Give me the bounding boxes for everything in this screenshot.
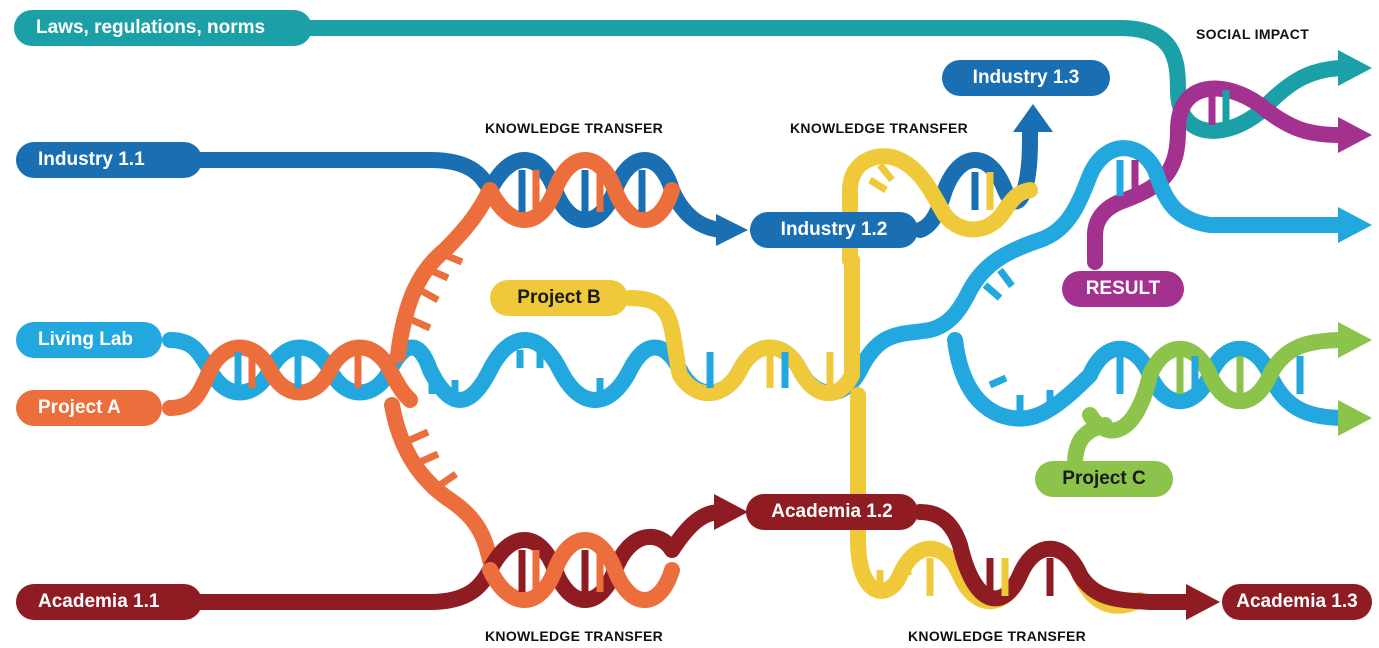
result-arrow bbox=[1338, 207, 1372, 243]
industry-11-strand bbox=[192, 152, 498, 198]
academia-13-node: Academia 1.3 bbox=[1222, 584, 1372, 620]
result-node: RESULT bbox=[1062, 271, 1184, 307]
project-b-strand bbox=[622, 252, 860, 402]
kt2-helix-yellow bbox=[842, 148, 1038, 268]
kt4-helix-red bbox=[912, 504, 1198, 610]
knowledge-transfer-caption-1: KNOWLEDGE TRANSFER bbox=[485, 120, 664, 136]
academia-13-arrow bbox=[1186, 584, 1220, 620]
laws-regulations-norms-node: Laws, regulations, norms bbox=[14, 10, 312, 46]
living-lab-node: Living Lab bbox=[16, 322, 162, 358]
orange-branch-down bbox=[384, 397, 498, 568]
project-b-node: Project B bbox=[490, 280, 628, 316]
knowledge-transfer-caption-4: KNOWLEDGE TRANSFER bbox=[908, 628, 1087, 644]
industry-12-arrow bbox=[716, 214, 748, 246]
orange-branch-up bbox=[390, 182, 498, 363]
project-a-strand bbox=[162, 339, 418, 416]
kt1-helix-orange bbox=[482, 152, 680, 228]
industry-13-node: Industry 1.3 bbox=[942, 60, 1110, 96]
kt3-helix-orange bbox=[482, 532, 680, 608]
academia-11-node: Academia 1.1 bbox=[16, 584, 202, 620]
academia-12-arrow bbox=[714, 494, 748, 530]
project-c-helix-green bbox=[1082, 332, 1353, 439]
project-c-strand bbox=[1067, 417, 1113, 473]
knowledge-transfer-caption-3: KNOWLEDGE TRANSFER bbox=[485, 628, 664, 644]
academia-11-strand bbox=[192, 562, 498, 610]
result-strand bbox=[1087, 122, 1186, 270]
project-c-arrow-top bbox=[1338, 322, 1372, 358]
knowledge-transfer-caption-2: KNOWLEDGE TRANSFER bbox=[790, 120, 969, 136]
project-a-node: Project A bbox=[16, 390, 162, 426]
industry-13-arrow bbox=[1013, 104, 1053, 132]
single-strand-stubs bbox=[408, 162, 1054, 588]
social-impact-caption: SOCIAL IMPACT bbox=[1196, 26, 1310, 42]
project-c-arrow-bottom bbox=[1338, 400, 1372, 436]
industry-12-node: Industry 1.2 bbox=[750, 212, 918, 248]
social-impact-helix-purple bbox=[1170, 80, 1348, 143]
project-c-node: Project C bbox=[1035, 461, 1173, 497]
helix-rungs bbox=[234, 90, 1304, 596]
laws-strand bbox=[302, 20, 1186, 98]
industry-11-node: Industry 1.1 bbox=[16, 142, 202, 178]
academia-12-node: Academia 1.2 bbox=[746, 494, 918, 530]
social-impact-arrow-bottom bbox=[1338, 117, 1372, 153]
social-impact-arrow-top bbox=[1338, 50, 1372, 86]
